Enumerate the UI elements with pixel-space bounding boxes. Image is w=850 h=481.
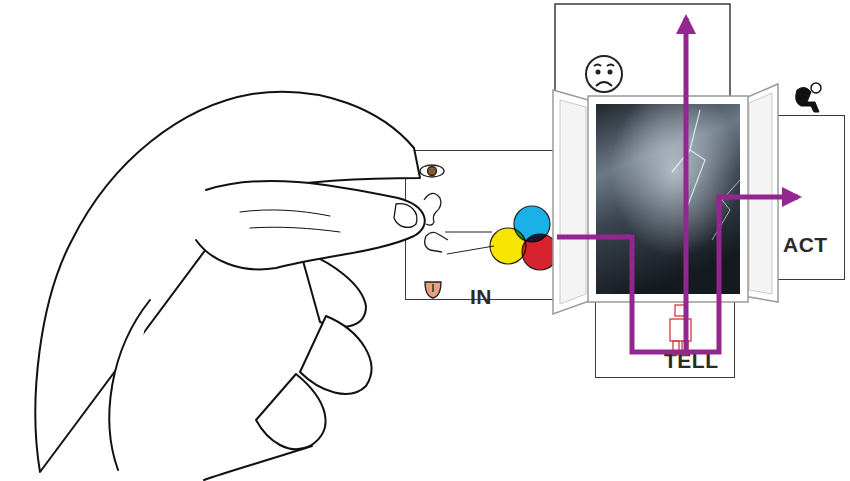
hand-drawing: [35, 92, 424, 480]
tell-panel: TELL: [595, 288, 735, 378]
action-panel: ACT: [720, 115, 845, 280]
sad-face-icon: [586, 56, 622, 92]
panel-label: TELL: [664, 349, 719, 373]
panel-label: ACT: [783, 233, 828, 257]
input-panel: IN: [405, 150, 587, 300]
top-panel: [555, 4, 730, 119]
panel-label: IN: [470, 285, 492, 309]
actor-icon: [796, 83, 821, 112]
